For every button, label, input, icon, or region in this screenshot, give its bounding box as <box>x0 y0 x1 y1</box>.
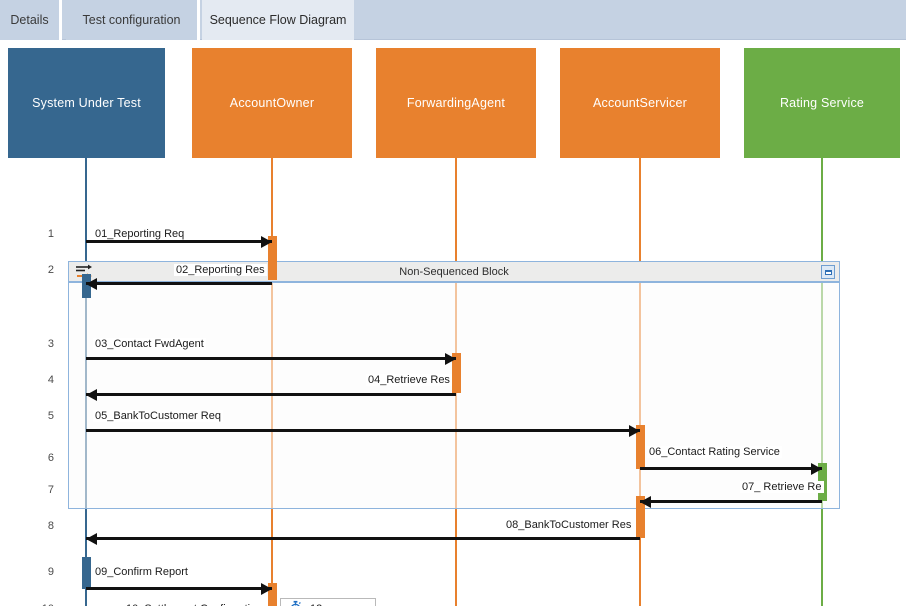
sequence-number: 7 <box>47 484 54 496</box>
activation-bar[interactable] <box>636 425 645 469</box>
activation-bar[interactable] <box>452 353 461 393</box>
arrow-head-left-icon <box>640 495 651 508</box>
actor-box-system-under-test[interactable]: System Under Test <box>8 48 165 158</box>
arrow-head-left-icon <box>86 532 97 545</box>
message-label[interactable]: 05_BankToCustomer Req <box>93 410 223 422</box>
message-label[interactable]: 04_Retrieve Res <box>366 374 452 386</box>
timer-value: 12s <box>310 603 328 606</box>
message-arrow[interactable] <box>86 587 272 590</box>
tab-test-configuration-label: Test configuration <box>82 13 181 27</box>
message-arrow[interactable] <box>86 357 456 360</box>
sequence-number: 3 <box>47 338 54 350</box>
tab-test-configuration[interactable]: Test configuration <box>66 0 200 40</box>
diagram-canvas: Rating Service AccountServicer ForwardingA… <box>0 40 906 606</box>
actor-label: Rating Service <box>779 96 865 110</box>
message-label[interactable]: 10_Settlement Confirmation <box>124 603 265 606</box>
message-arrow[interactable] <box>86 537 640 540</box>
arrow-head-right-icon <box>261 235 272 248</box>
timer-badge[interactable]: 12s <box>280 598 376 606</box>
tab-bar: Details Test configuration Sequence Flow… <box>0 0 906 40</box>
tab-sequence-flow-diagram-label: Sequence Flow Diagram <box>209 13 347 27</box>
actor-label: AccountServicer <box>592 96 687 110</box>
arrow-head-right-icon <box>811 462 822 475</box>
non-sequenced-block[interactable] <box>68 282 840 509</box>
sequence-number: 9 <box>47 566 54 578</box>
sequence-number: 10 <box>32 603 54 606</box>
tab-details[interactable]: Details <box>0 0 62 40</box>
message-arrow[interactable] <box>86 282 272 285</box>
message-arrow[interactable] <box>86 240 272 243</box>
sequence-number: 2 <box>47 264 54 276</box>
sequence-number: 4 <box>47 374 54 386</box>
arrow-head-right-icon <box>629 424 640 437</box>
message-label[interactable]: 09_Confirm Report <box>93 566 190 578</box>
message-arrow[interactable] <box>86 393 456 396</box>
tab-sequence-flow-diagram[interactable]: Sequence Flow Diagram <box>202 0 354 40</box>
arrow-head-right-icon <box>261 582 272 595</box>
actor-label: ForwardingAgent <box>406 96 506 110</box>
activation-bar[interactable] <box>636 496 645 538</box>
message-label[interactable]: 08_BankToCustomer Res <box>504 519 634 531</box>
sequence-number: 5 <box>47 410 54 422</box>
message-label[interactable]: 02_Reporting Res <box>174 264 267 276</box>
actor-label: AccountOwner <box>229 96 315 110</box>
tab-details-label: Details <box>10 13 49 27</box>
activation-bar[interactable] <box>268 236 277 280</box>
activation-bar[interactable] <box>82 557 91 589</box>
arrow-head-right-icon <box>445 352 456 365</box>
message-label[interactable]: 01_Reporting Req <box>93 228 187 240</box>
arrow-head-left-icon <box>86 388 97 401</box>
message-label[interactable]: 07_ Retrieve Re <box>740 481 824 493</box>
actor-label: System Under Test <box>32 96 141 110</box>
sequence-number: 1 <box>47 228 54 240</box>
sequence-number: 6 <box>47 452 54 464</box>
arrow-head-left-icon <box>86 277 97 290</box>
sequence-number: 8 <box>47 520 54 532</box>
message-label[interactable]: 06_Contact Rating Service <box>647 446 782 458</box>
message-arrow[interactable] <box>640 467 822 470</box>
message-arrow[interactable] <box>86 429 640 432</box>
collapse-block-button[interactable] <box>821 265 835 279</box>
activation-bar[interactable] <box>268 583 277 606</box>
actor-box-rating-service[interactable]: Rating Service <box>744 48 900 158</box>
actor-box-forwardingagent[interactable]: ForwardingAgent <box>376 48 536 158</box>
message-arrow[interactable] <box>640 500 822 503</box>
actor-box-accountservicer[interactable]: AccountServicer <box>560 48 720 158</box>
message-label[interactable]: 03_Contact FwdAgent <box>93 338 206 350</box>
actor-box-accountowner[interactable]: AccountOwner <box>192 48 352 158</box>
stopwatch-icon <box>289 600 302 606</box>
